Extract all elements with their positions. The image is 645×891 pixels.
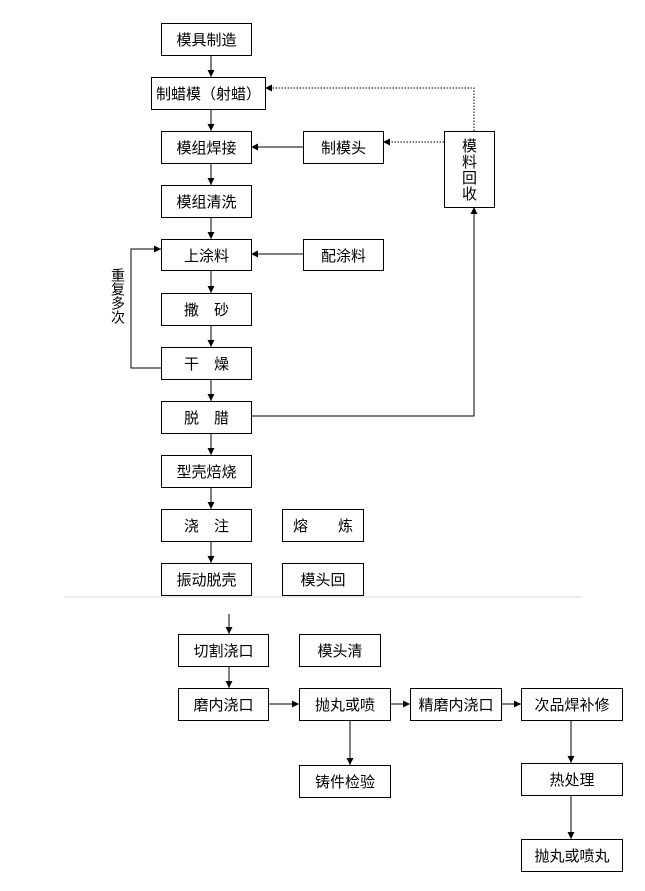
node-head-making: 制模头 bbox=[303, 131, 384, 164]
node-head-cleaning: 模头清 bbox=[299, 634, 381, 667]
node-coating: 上涂料 bbox=[161, 239, 252, 271]
node-heat-treatment: 热处理 bbox=[521, 763, 623, 796]
node-slurry-prep: 配涂料 bbox=[303, 239, 384, 271]
node-inner-gate-grinding: 磨内浇口 bbox=[178, 688, 269, 721]
node-casting-inspection: 铸件检验 bbox=[299, 765, 391, 798]
node-material-recycle: 模料回收 bbox=[444, 131, 495, 208]
node-sanding: 撒 砂 bbox=[161, 293, 252, 326]
arrow-dewaxing-to-recycle bbox=[251, 207, 478, 417]
arrow-recycle-to-wax bbox=[265, 84, 475, 131]
node-defect-repair: 次品焊补修 bbox=[521, 688, 623, 721]
node-fine-gate-grinding: 精磨内浇口 bbox=[410, 688, 502, 721]
node-shell-firing: 型壳焙烧 bbox=[161, 455, 252, 488]
node-gate-cutting: 切割浇口 bbox=[178, 634, 269, 667]
node-dewaxing: 脱 腊 bbox=[161, 401, 252, 434]
node-cluster-welding: 模组焊接 bbox=[161, 131, 252, 164]
node-shot-blast-1: 抛丸或喷 bbox=[299, 688, 391, 721]
node-cluster-cleaning: 模组清洗 bbox=[161, 185, 252, 218]
node-wax-pattern: 制蜡模（射蜡） bbox=[151, 77, 266, 110]
node-melting: 熔 炼 bbox=[282, 509, 364, 542]
node-drying: 干 燥 bbox=[161, 347, 252, 380]
node-mold-making: 模具制造 bbox=[161, 23, 252, 56]
arrow-repeat-loop bbox=[130, 245, 161, 369]
node-shakeout: 振动脱壳 bbox=[161, 563, 252, 596]
node-shot-blast-2: 抛丸或喷丸 bbox=[521, 839, 623, 872]
node-head-return: 模头回 bbox=[282, 563, 364, 596]
repeat-loop-label: 重复多次 bbox=[109, 268, 125, 324]
node-pouring: 浇 注 bbox=[161, 509, 252, 542]
